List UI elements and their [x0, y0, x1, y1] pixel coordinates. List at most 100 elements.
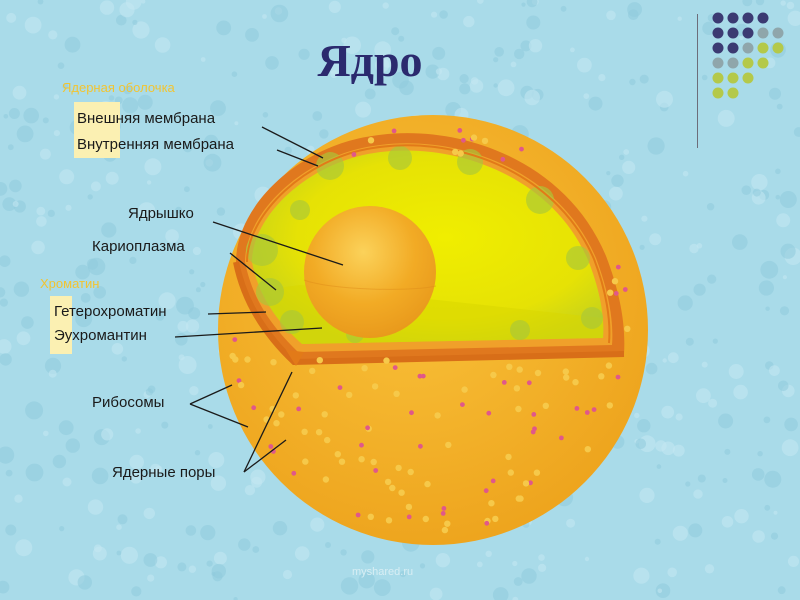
- ribosome-dot: [420, 373, 426, 379]
- ribosome-dot: [445, 441, 452, 449]
- decor-dot: [757, 12, 769, 24]
- droplet: [116, 550, 122, 556]
- decor-dot: [742, 57, 754, 69]
- droplet: [91, 467, 109, 485]
- droplet: [5, 524, 17, 536]
- droplet: [234, 121, 239, 126]
- droplet: [606, 10, 616, 21]
- droplet: [560, 5, 567, 12]
- droplet: [777, 586, 786, 595]
- ribosome-dot: [409, 410, 414, 416]
- ribosome-dot: [622, 287, 628, 292]
- ribosome-dot: [490, 478, 496, 484]
- droplet: [265, 56, 279, 70]
- ribosome-dot: [309, 367, 316, 375]
- ribosome-dot: [486, 410, 492, 416]
- ribosome-dot: [358, 456, 365, 463]
- droplet: [238, 538, 251, 551]
- droplet: [656, 464, 662, 469]
- droplet: [132, 19, 138, 25]
- droplet: [765, 306, 770, 311]
- ribosome-dot: [507, 469, 514, 476]
- droplet: [9, 179, 22, 193]
- ribosome-dot: [395, 464, 402, 472]
- ribosome-dot: [615, 374, 621, 380]
- decor-dot: [757, 57, 769, 69]
- droplet: [31, 240, 45, 255]
- droplet: [513, 577, 523, 586]
- droplet: [7, 144, 14, 151]
- droplet: [751, 174, 768, 191]
- droplet: [192, 246, 201, 256]
- ribosome-dot: [398, 489, 405, 496]
- droplet: [382, 2, 389, 9]
- droplet: [25, 463, 44, 482]
- droplet: [706, 203, 715, 211]
- droplet: [325, 542, 331, 548]
- nucleolus-label: Ядрышко: [128, 205, 194, 222]
- ribosome-dot: [607, 289, 614, 296]
- droplet: [538, 554, 545, 561]
- ribosome-dot: [338, 458, 346, 465]
- ribosome-dot: [315, 429, 323, 436]
- droplet: [739, 35, 744, 40]
- droplet: [62, 477, 72, 487]
- droplet: [734, 509, 749, 524]
- ribosome-dot: [391, 128, 397, 134]
- droplet: [298, 48, 310, 60]
- nucleolus: [304, 206, 436, 338]
- droplet: [778, 380, 789, 392]
- droplet: [355, 101, 372, 118]
- label-highlight: [74, 102, 120, 158]
- droplet: [701, 74, 708, 81]
- droplet: [470, 77, 479, 85]
- droplet: [637, 419, 651, 433]
- ribosome-dot: [490, 371, 497, 379]
- droplet: [526, 0, 538, 8]
- droplet: [485, 550, 492, 557]
- ribosome-dot: [405, 503, 413, 511]
- droplet: [0, 446, 15, 464]
- droplet: [36, 216, 47, 227]
- droplet: [64, 36, 81, 53]
- droplet: [270, 4, 289, 23]
- ribosome-dot: [301, 428, 308, 435]
- droplet: [16, 125, 34, 143]
- ribosome-dot: [444, 520, 451, 527]
- euchromatin-label: Эухромантин: [54, 327, 147, 344]
- droplet: [5, 469, 13, 477]
- droplet: [463, 15, 475, 28]
- droplet: [177, 562, 187, 572]
- droplet: [131, 586, 142, 597]
- droplet: [675, 413, 683, 421]
- ribosome-dot: [516, 366, 523, 373]
- droplet: [135, 428, 141, 434]
- droplet: [685, 337, 694, 346]
- droplet: [16, 331, 31, 346]
- droplet: [13, 281, 30, 297]
- droplet: [284, 146, 292, 155]
- droplet: [165, 229, 179, 243]
- ribosome-dot: [422, 515, 429, 523]
- droplet: [200, 525, 216, 541]
- droplet: [189, 269, 195, 275]
- droplet: [672, 525, 688, 541]
- droplet: [80, 293, 91, 303]
- membrane-group-label: Ядерная оболочка: [62, 80, 175, 95]
- droplet: [130, 471, 142, 484]
- droplet: [512, 596, 519, 600]
- droplet: [775, 168, 781, 175]
- droplet: [24, 16, 42, 34]
- ribosome-dot: [361, 365, 368, 372]
- droplet: [661, 441, 675, 456]
- ribosome-dot: [457, 150, 464, 157]
- droplet: [524, 89, 540, 106]
- decor-dot: [712, 12, 724, 24]
- droplet: [655, 583, 671, 598]
- droplet: [677, 16, 682, 21]
- droplet: [211, 563, 226, 579]
- droplet: [763, 416, 771, 424]
- decor-dot: [742, 72, 754, 84]
- droplet: [44, 357, 62, 374]
- droplet: [177, 320, 189, 332]
